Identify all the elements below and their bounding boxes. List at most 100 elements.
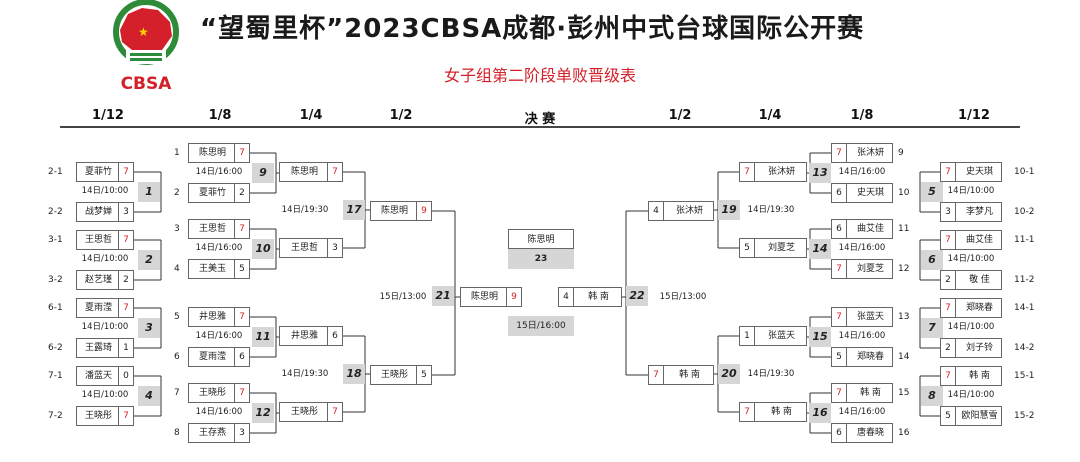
- player-name: 韩 南: [771, 407, 792, 417]
- page-subtitle: 女子组第二阶段单败晋级表: [443, 66, 636, 85]
- final-match-number: 23: [508, 249, 574, 269]
- player-score: 7: [118, 407, 133, 425]
- player-name: 王晓彤: [290, 407, 318, 417]
- player-score: 7: [941, 367, 956, 385]
- player-name: 井思雅: [198, 312, 226, 322]
- player-score: 7: [832, 384, 847, 402]
- group-tag: 11-1: [1014, 235, 1035, 245]
- player-score: 6: [327, 327, 342, 345]
- player-score: 5: [832, 348, 847, 366]
- player-slot: 王思哲 3: [279, 238, 343, 258]
- player-score: 1: [740, 327, 755, 345]
- match-number: 21: [432, 286, 454, 306]
- match-number: 22: [626, 286, 648, 306]
- round-header: 1/4: [758, 108, 782, 123]
- player-name: 刘夏芝: [856, 264, 884, 274]
- round-header: 1/8: [850, 108, 874, 123]
- player-score: 7: [832, 308, 847, 326]
- player-score: 6: [832, 220, 847, 238]
- match-time: 14日/10:00: [81, 322, 129, 332]
- header-rule: [60, 126, 1020, 128]
- match-time: 14日/16:00: [195, 331, 243, 341]
- player-name: 郑晓春: [856, 352, 884, 362]
- seed-number: 9: [898, 148, 904, 158]
- match-number: 9: [252, 163, 274, 183]
- player-score: 1: [118, 339, 133, 357]
- player-score: 7: [118, 163, 133, 181]
- player-score: 5: [416, 366, 431, 384]
- player-slot: 刘夏芝 7: [831, 259, 893, 279]
- match-time: 14日/16:00: [838, 331, 886, 341]
- group-tag: 10-2: [1014, 207, 1035, 217]
- player-score: 3: [327, 239, 342, 257]
- player-name: 刘夏芝: [767, 243, 795, 253]
- player-score: 6: [234, 348, 249, 366]
- player-score: 7: [118, 299, 133, 317]
- player-slot: 史天琪 6: [831, 183, 893, 203]
- match-number: 12: [252, 403, 274, 423]
- group-tag: 3-1: [48, 235, 63, 245]
- player-score: 7: [118, 231, 133, 249]
- match-number: 17: [343, 200, 365, 220]
- player-score: 7: [832, 260, 847, 278]
- group-tag: 6-2: [48, 343, 63, 353]
- player-name: 夏菲竹: [198, 188, 226, 198]
- player-score: 7: [234, 308, 249, 326]
- seed-number: 14: [898, 352, 910, 362]
- seed-number: 16: [898, 428, 910, 438]
- player-name: 唐春晓: [856, 428, 884, 438]
- player-score: 7: [234, 220, 249, 238]
- player-name: 张沐妍: [767, 167, 795, 177]
- player-score: 2: [941, 339, 956, 357]
- player-score: 9: [506, 288, 521, 306]
- player-name: 王存燕: [198, 428, 226, 438]
- match-time: 14日/16:00: [195, 243, 243, 253]
- group-tag: 11-2: [1014, 275, 1035, 285]
- champion-name: 陈思明: [508, 229, 574, 249]
- match-time: 14日/19:30: [747, 369, 795, 379]
- player-name: 王思哲: [290, 243, 318, 253]
- player-score: 9: [416, 202, 431, 220]
- group-tag: 7-1: [48, 371, 63, 381]
- match-time: 14日/16:00: [838, 407, 886, 417]
- player-slot: 张沐妍 7: [739, 162, 807, 182]
- player-score: 7: [740, 163, 755, 181]
- player-name: 王美玉: [198, 264, 226, 274]
- group-tag: 6-1: [48, 303, 63, 313]
- player-name: 张蓝天: [767, 331, 795, 341]
- match-number: 16: [809, 403, 831, 423]
- player-name: 王晓彤: [198, 388, 226, 398]
- player-score: 2: [118, 271, 133, 289]
- group-tag: 15-1: [1014, 371, 1035, 381]
- player-score: 6: [832, 424, 847, 442]
- player-name: 陈思明: [470, 292, 498, 302]
- player-name: 战梦婵: [84, 207, 112, 217]
- match-time: 14日/10:00: [81, 186, 129, 196]
- match-number: 2: [138, 250, 160, 270]
- player-score: 7: [740, 403, 755, 421]
- match-number: 19: [718, 200, 740, 220]
- player-score: 4: [649, 202, 664, 220]
- player-name: 史天琪: [965, 167, 993, 177]
- seed-number: 7: [174, 388, 180, 398]
- player-score: 6: [832, 184, 847, 202]
- match-number: 11: [252, 327, 274, 347]
- player-name: 史天琪: [856, 188, 884, 198]
- player-name: 刘子铃: [965, 343, 993, 353]
- player-name: 王思哲: [198, 224, 226, 234]
- player-name: 曲艾佳: [965, 235, 993, 245]
